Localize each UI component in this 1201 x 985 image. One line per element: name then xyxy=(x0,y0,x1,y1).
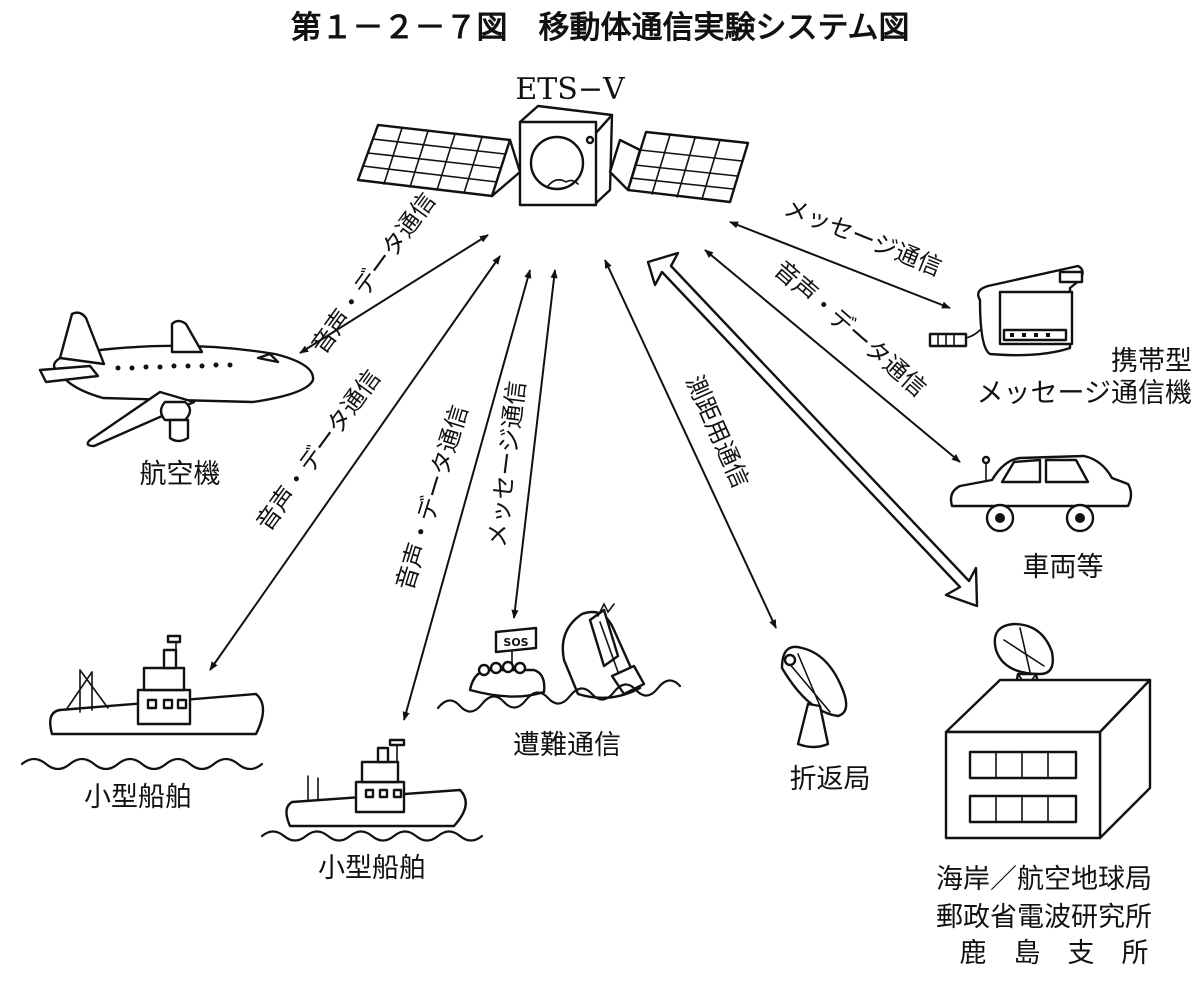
distress-illustration: SOS xyxy=(436,602,682,713)
ground-station-label-3: 鹿 島 支 所 xyxy=(960,938,1149,969)
link-label-portable: メッセージ通信 xyxy=(780,193,946,282)
link-ground-station-arrow xyxy=(646,251,979,608)
ground-station-label-1: 海岸／航空地球局 xyxy=(936,864,1152,895)
link-labels: 音声・データ通信 音声・データ通信 音声・データ通信 メッセージ通信 測距用通信… xyxy=(251,187,946,593)
left-solar-panel xyxy=(356,123,522,198)
aircraft-illustration xyxy=(38,311,315,448)
link-label-distress: メッセージ通信 xyxy=(483,379,531,549)
link-distress-arrow xyxy=(511,269,558,619)
distress-flag-text: SOS xyxy=(503,636,528,649)
portable-terminal-label-2: メッセージ通信機 xyxy=(977,378,1192,409)
small-ship-left-illustration xyxy=(20,634,265,771)
vehicle-illustration xyxy=(949,454,1133,533)
link-vehicle-arrow xyxy=(704,249,961,463)
satellite-drawing xyxy=(356,104,750,207)
ground-station-label-2: 郵政省電波研究所 xyxy=(936,902,1152,933)
link-label-ranging: 測距用通信 xyxy=(680,371,754,492)
vehicle-label: 車両等 xyxy=(1023,552,1104,583)
link-label-aircraft: 音声・データ通信 xyxy=(306,187,442,359)
small-ship-center-label: 小型船舶 xyxy=(318,853,426,884)
ground-station-illustration xyxy=(944,622,1152,840)
distress-label: 遭難通信 xyxy=(513,730,621,761)
small-ship-left-label: 小型船舶 xyxy=(84,782,192,813)
satellite-body xyxy=(518,104,614,207)
portable-terminal-label-1: 携帯型 xyxy=(1111,346,1192,377)
relay-station-label: 折返局 xyxy=(790,764,871,795)
link-relay-arrow xyxy=(604,259,777,629)
link-label-vehicle: 音声・データ通信 xyxy=(769,255,932,402)
links xyxy=(209,221,979,721)
link-label-ship-center: 音声・データ通信 xyxy=(391,402,474,594)
satellite-label: ETS−V xyxy=(515,72,626,107)
portable-terminal-illustration xyxy=(928,264,1084,357)
relay-station-illustration xyxy=(780,645,848,749)
right-solar-panel xyxy=(608,130,750,204)
figure-title: 第１－２－７図 移動体通信実験システム図 xyxy=(290,10,909,46)
small-ship-center-illustration xyxy=(260,738,484,842)
aircraft-label: 航空機 xyxy=(140,459,221,490)
link-ship-center-arrow xyxy=(402,269,532,721)
